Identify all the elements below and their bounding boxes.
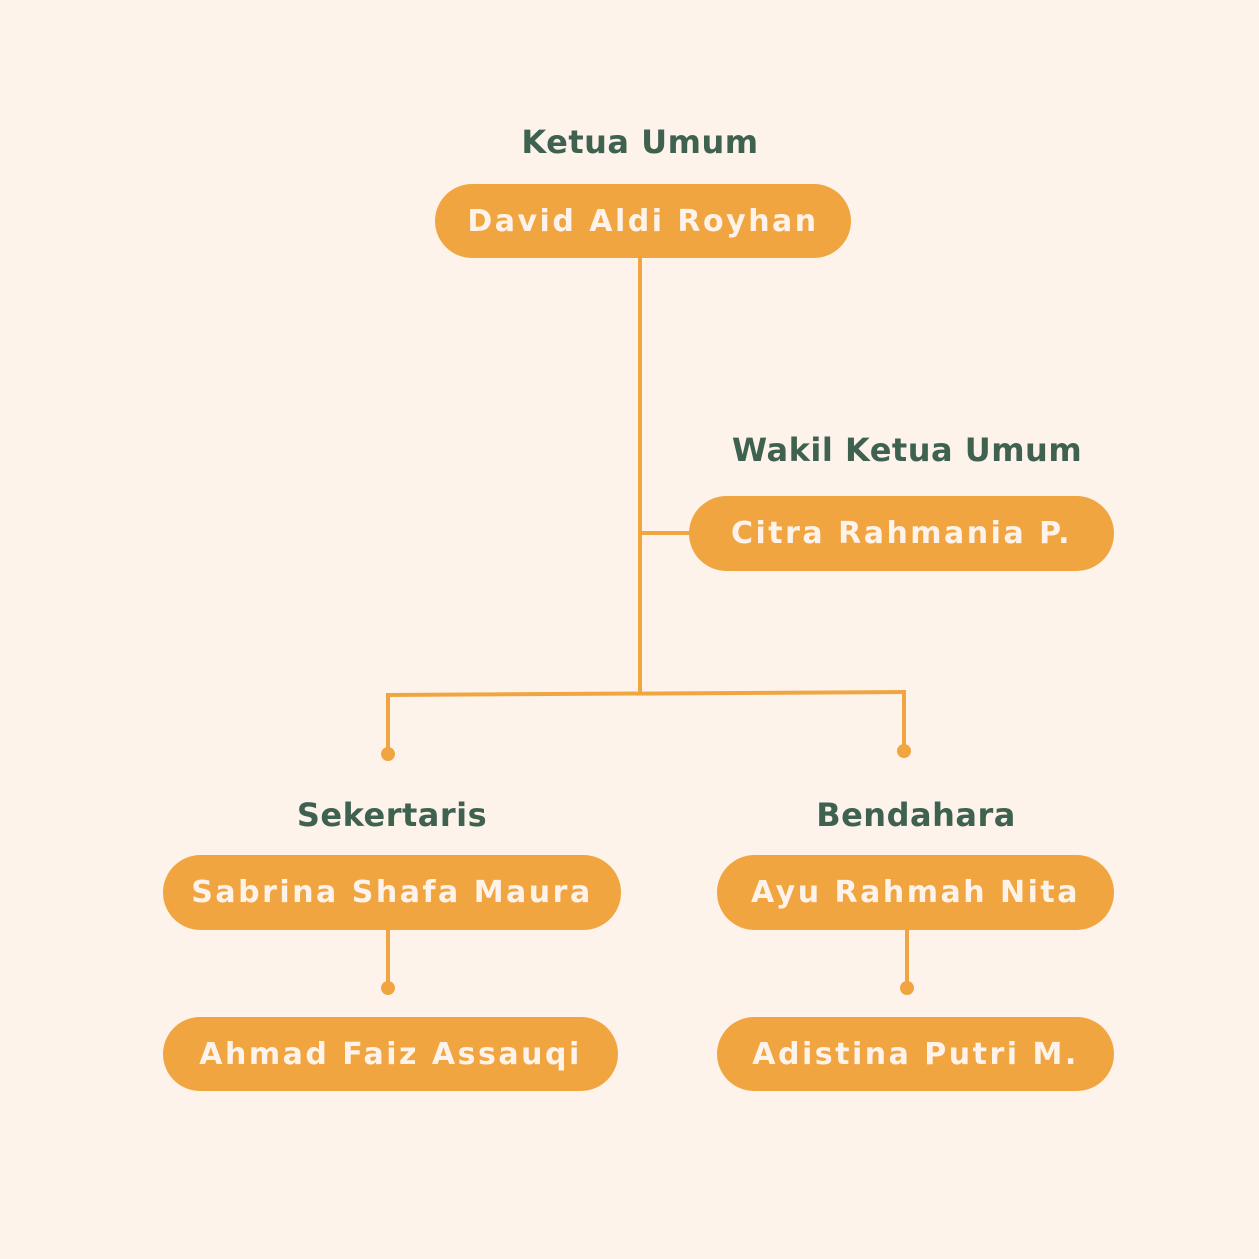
name-box-wakil-ketua-umum: Citra Rahmania P. xyxy=(689,496,1114,571)
role-wakil-ketua-umum: Wakil Ketua Umum xyxy=(731,431,1083,469)
name-box-sekertaris: Sabrina Shafa Maura xyxy=(163,855,621,930)
connector-dot-bendahara xyxy=(897,744,911,758)
connector-dot-sekretaris xyxy=(381,747,395,761)
connector-horizontal-bar xyxy=(385,689,907,698)
role-bendahara: Bendahara xyxy=(816,796,1016,834)
name-box-bendahara-staff: Adistina Putri M. xyxy=(717,1017,1114,1091)
name-box-bendahara: Ayu Rahmah Nita xyxy=(717,855,1114,930)
role-sekertaris: Sekertaris xyxy=(296,796,488,834)
connector-dot-bendahara-staff xyxy=(900,981,914,995)
connector-dot-sekretaris-staff xyxy=(381,981,395,995)
name-box-ketua-umum: David Aldi Royhan xyxy=(435,184,851,258)
role-ketua-umum: Ketua Umum xyxy=(521,123,759,161)
name-box-sekertaris-staff: Ahmad Faiz Assauqi xyxy=(163,1017,618,1091)
